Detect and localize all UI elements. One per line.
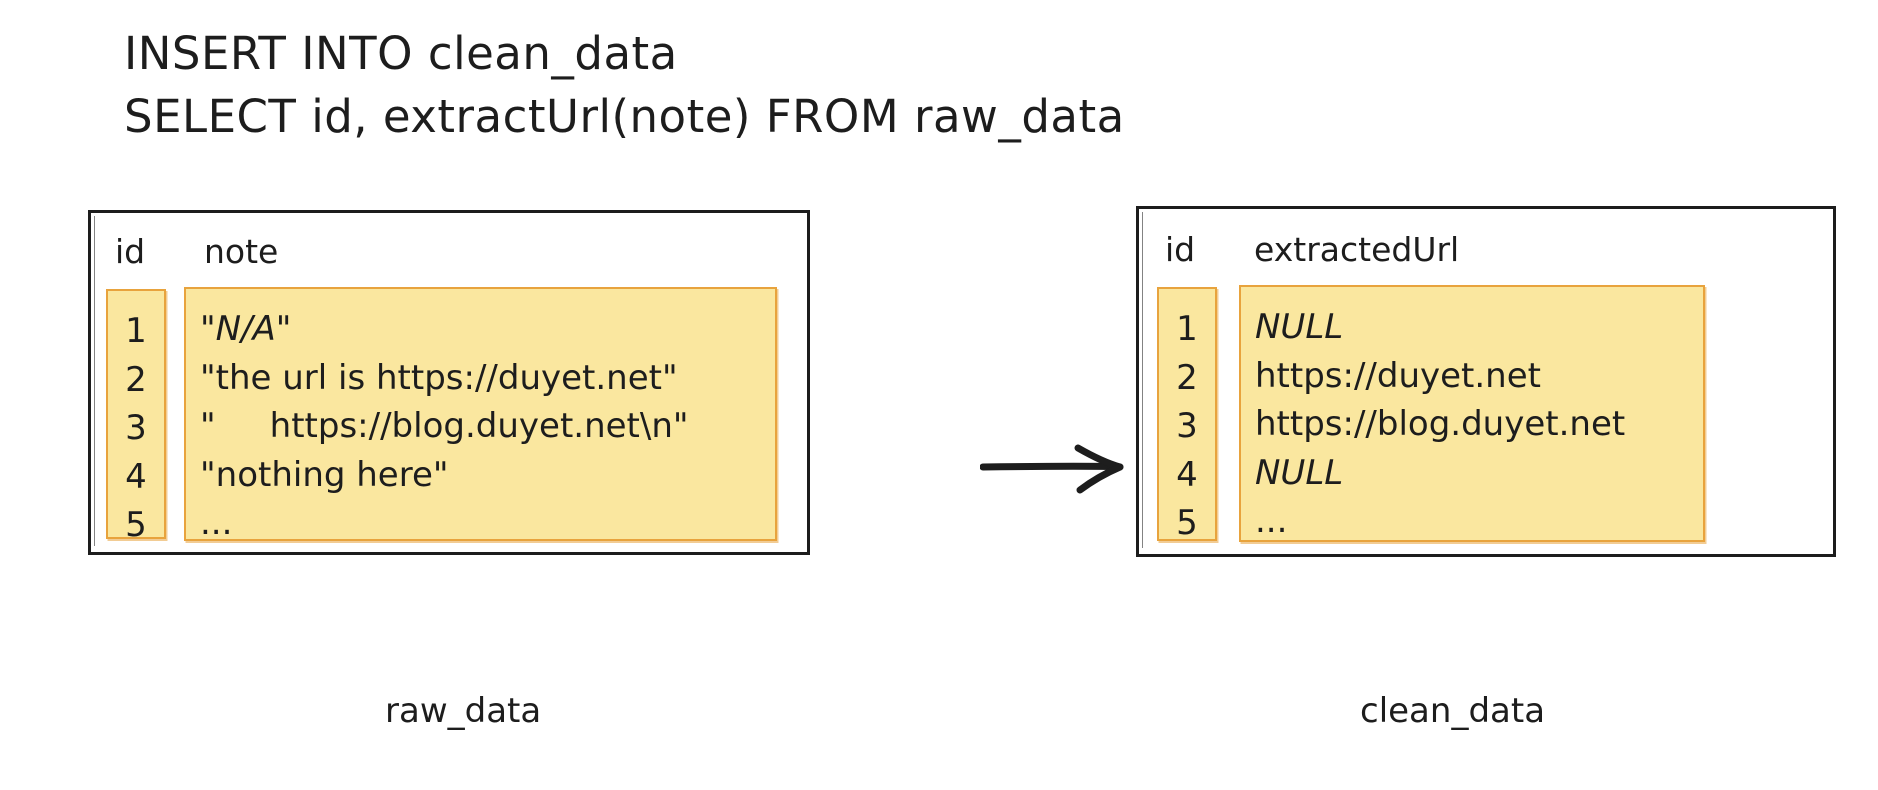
table-raw-data: id note 1 2 3 4 5 "N/A" "the url is http… (88, 210, 810, 555)
raw-id-cell: 5 (125, 505, 147, 545)
clean-id-cell: 3 (1176, 406, 1198, 446)
raw-note-column-highlight: "N/A" "the url is https://duyet.net" " h… (184, 287, 777, 543)
raw-note-cell: "nothing here" (200, 454, 449, 495)
raw-note-cell: "N/A" (200, 309, 292, 349)
clean-extractedurl-column-highlight: NULL https://duyet.net https://blog.duye… (1239, 285, 1705, 542)
raw-note-cell: ... (200, 503, 233, 543)
clean-id-cell: 2 (1176, 357, 1198, 398)
sql-statement: INSERT INTO clean_data SELECT id, extrac… (124, 22, 1324, 148)
clean-value-cell: https://blog.duyet.net (1255, 404, 1626, 444)
column-header-raw-note: note (204, 232, 279, 271)
table-clean-data: id extractedUrl 1 2 3 4 5 NULL https://d… (1136, 206, 1836, 557)
caption-raw-data: raw_data (385, 691, 542, 731)
raw-note-cell: "the url is https://duyet.net" (200, 357, 678, 398)
sql-line-insert: INSERT INTO clean_data (124, 27, 678, 80)
raw-id-cell: 1 (125, 311, 147, 351)
clean-value-cell: ... (1255, 501, 1288, 541)
clean-value-cell: https://duyet.net (1255, 355, 1541, 396)
raw-id-cell: 3 (125, 408, 147, 448)
column-header-clean-id: id (1165, 230, 1196, 269)
raw-note-cell: " https://blog.duyet.net\n" (200, 406, 689, 446)
raw-id-column-highlight: 1 2 3 4 5 (106, 289, 166, 545)
clean-id-column-highlight: 1 2 3 4 5 (1157, 287, 1217, 543)
caption-clean-data: clean_data (1360, 691, 1546, 731)
clean-value-cell: NULL (1255, 452, 1344, 493)
clean-id-cell: 4 (1176, 454, 1198, 495)
arrow-right-icon (979, 440, 1130, 500)
column-header-raw-id: id (115, 232, 146, 271)
raw-id-cell: 4 (125, 456, 147, 497)
clean-id-cell: 5 (1176, 503, 1198, 543)
sql-line-select: SELECT id, extractUrl(note) FROM raw_dat… (124, 90, 1125, 143)
raw-id-cell: 2 (125, 359, 147, 400)
column-header-clean-extractedurl: extractedUrl (1254, 230, 1460, 269)
clean-id-cell: 1 (1176, 309, 1198, 349)
clean-value-cell: NULL (1255, 307, 1344, 347)
